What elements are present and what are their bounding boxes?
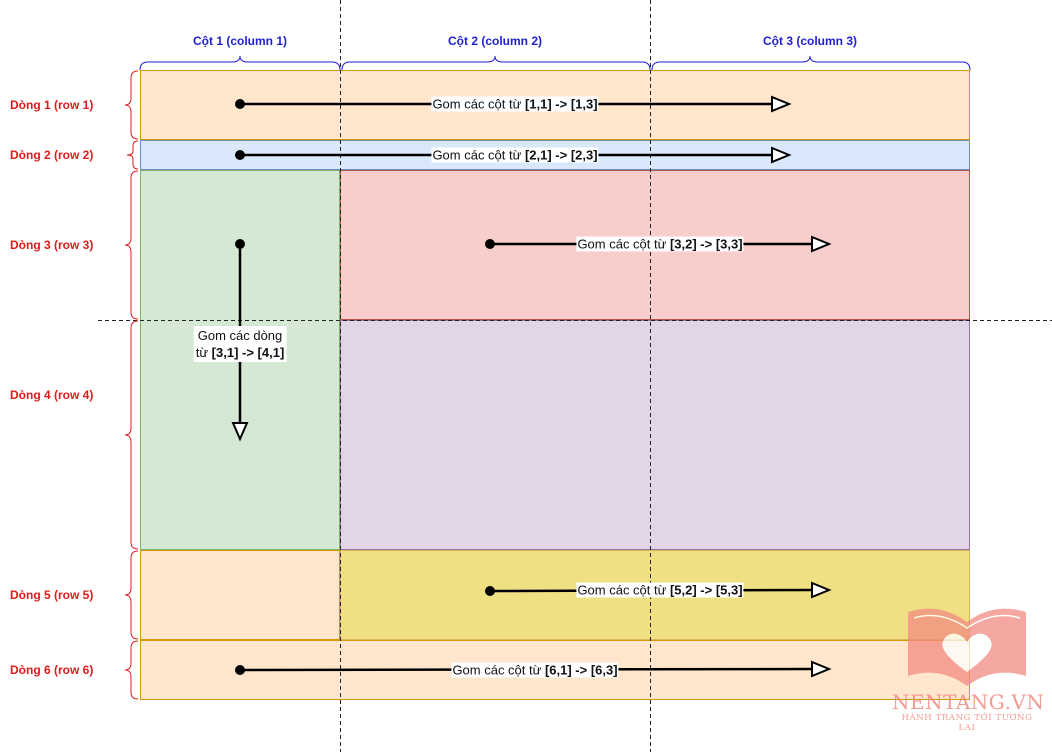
arrowhead-row5 [811,581,832,599]
row-label-6: Dòng 6 (row 6) [10,663,94,677]
arrowhead-row6 [811,660,832,678]
arrowhead-row1 [771,95,792,113]
brace-column-1 [139,55,341,71]
brace-row-6 [124,640,139,700]
row-label-3: Dòng 3 (row 3) [10,238,94,252]
column-label-1: Cột 1 (column 1) [192,34,288,48]
watermark-tagline: HÀNH TRANG TỚI TƯƠNG LAI [901,713,1033,733]
brace-column-2 [341,55,651,71]
brace-column-3 [651,55,971,71]
brace-row-5 [124,550,139,640]
row-label-2: Dòng 2 (row 2) [10,148,94,162]
cell-row4-col2-3 [340,320,970,550]
brace-row-1 [124,70,139,140]
column-label-2: Cột 2 (column 2) [447,34,543,48]
arrow-start-dot-row5 [485,586,495,596]
arrow-start-dot-row6 [235,665,245,675]
arrowhead-row2 [771,146,792,164]
arrow-start-dot-row3 [485,239,495,249]
arrow-start-dot-row1 [235,99,245,109]
annotation-row2: Gom các cột từ [2,1] -> [2,3] [431,147,599,163]
watermark-logo-icon [908,608,1026,686]
column-label-3: Cột 3 (column 3) [762,34,858,48]
cell-row5-col1 [140,550,340,640]
brace-row-3 [124,170,139,320]
row-label-5: Dòng 5 (row 5) [10,588,94,602]
annotation-row6: Gom các cột từ [6,1] -> [6,3] [451,662,619,678]
arrowhead-row3 [811,235,832,253]
annotation-row3: Gom các cột từ [3,2] -> [3,3] [576,236,744,252]
arrow-start-dot-col1 [235,239,245,249]
arrowhead-col1 [231,422,249,442]
watermark-brand: NENTANG.VN [892,690,1045,714]
annotation-row5: Gom các cột từ [5,2] -> [5,3] [576,582,744,598]
annotation-row1: Gom các cột từ [1,1] -> [1,3] [431,96,599,112]
brace-row-4 [124,320,139,550]
brace-row-2 [126,140,139,170]
row-label-4: Dòng 4 (row 4) [10,388,94,402]
arrow-start-dot-row2 [235,150,245,160]
row-label-1: Dòng 1 (row 1) [10,98,94,112]
